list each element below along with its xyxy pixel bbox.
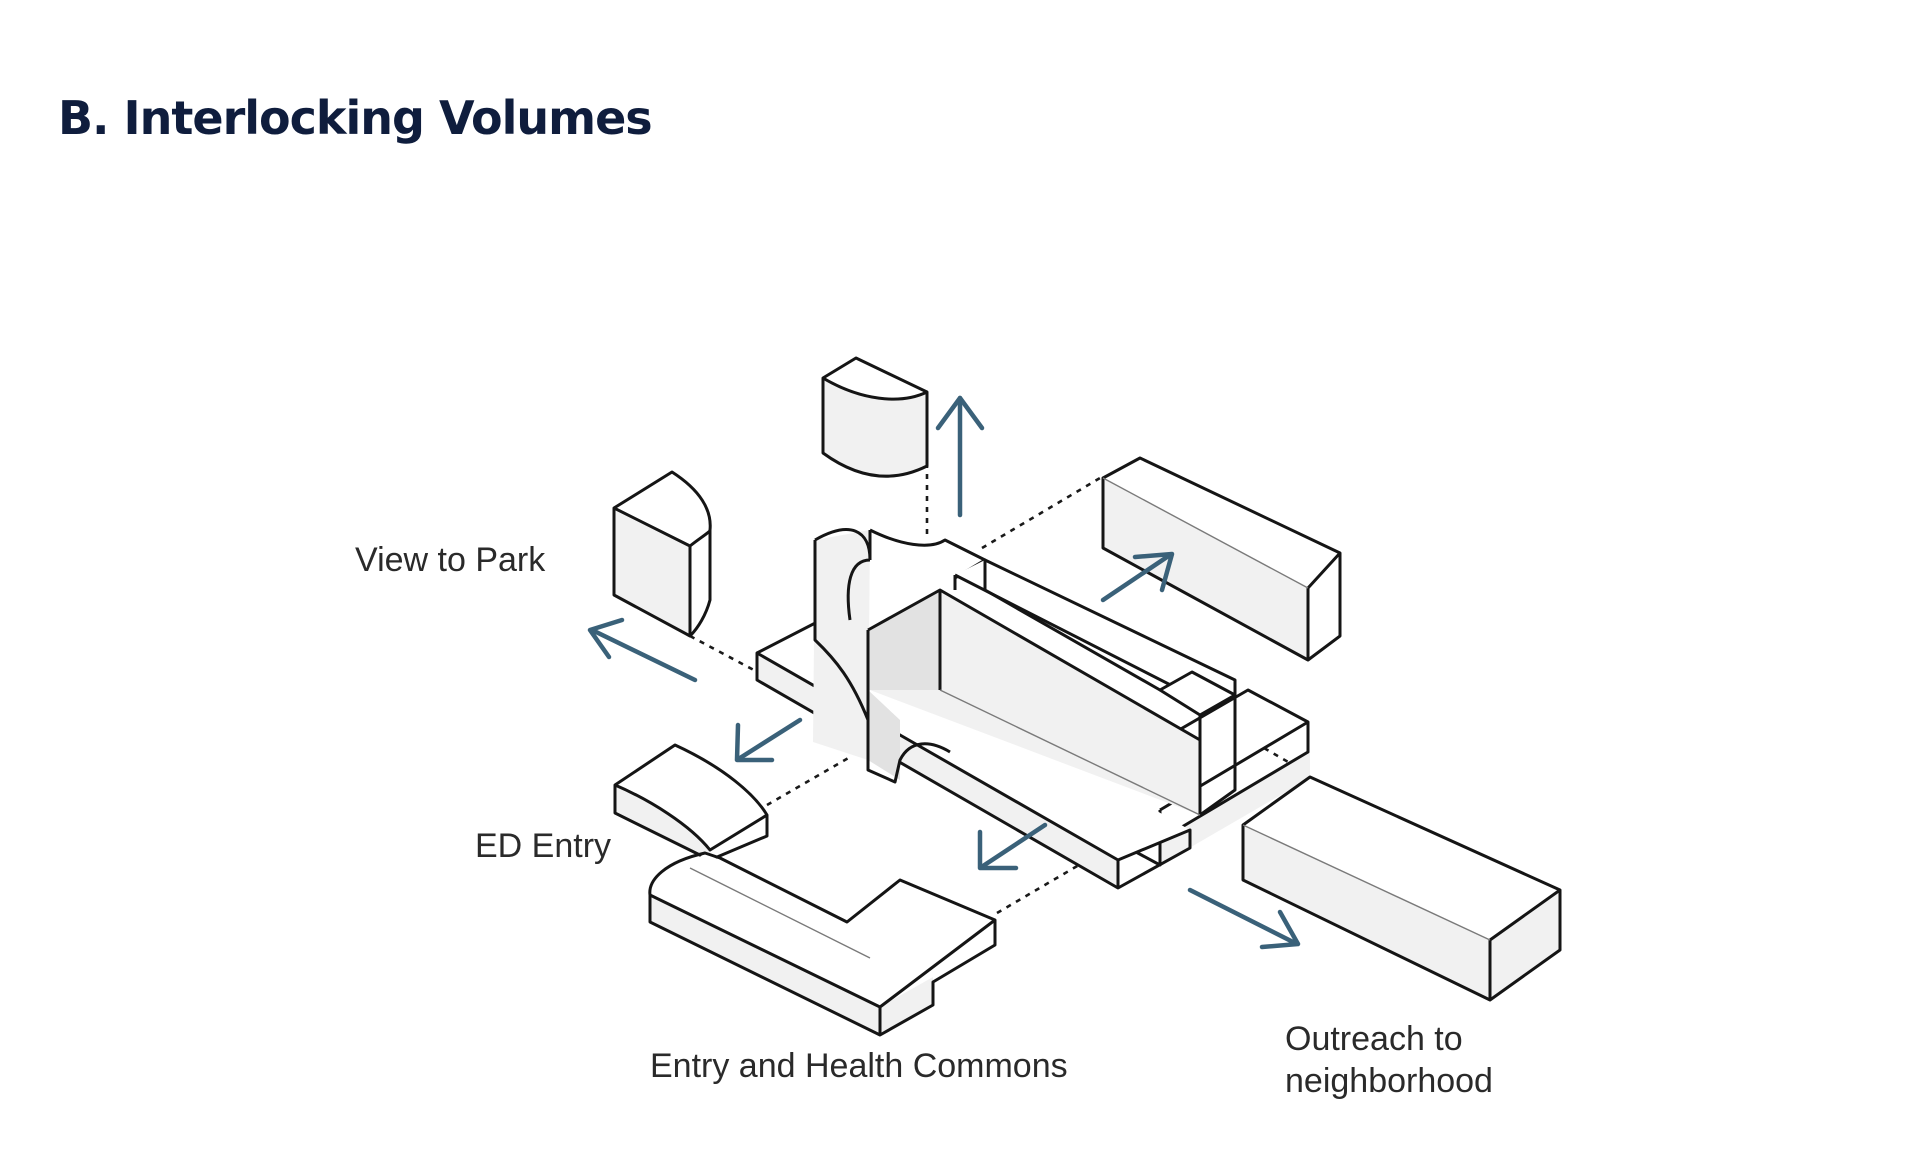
dotted-line-upper-right bbox=[981, 476, 1101, 550]
diagram-labels: View to Park ED Entry Entry and Health C… bbox=[355, 541, 1493, 1100]
diagram-title: B. Interlocking Volumes bbox=[58, 91, 653, 145]
central-volume bbox=[755, 528, 1310, 890]
left-curved-volume bbox=[612, 470, 712, 638]
label-view-to-park: View to Park bbox=[355, 541, 546, 579]
upper-right-bar-volume bbox=[1101, 456, 1342, 662]
label-entry-health-commons: Entry and Health Commons bbox=[650, 1047, 1068, 1085]
arrow-up-icon bbox=[935, 395, 985, 518]
arrow-down-left-commons-icon bbox=[977, 822, 1048, 871]
arrow-up-right-icon bbox=[1100, 551, 1175, 603]
arrow-left-icon bbox=[587, 617, 698, 683]
arrow-down-right-icon bbox=[1187, 887, 1301, 950]
dotted-line-left bbox=[689, 634, 766, 678]
ed-entry-volume bbox=[613, 743, 769, 862]
outreach-bar-volume bbox=[1241, 775, 1562, 1002]
entry-health-commons-volume bbox=[648, 851, 997, 1037]
arrow-down-left-ed-icon bbox=[734, 717, 803, 763]
dotted-line-ed-entry bbox=[766, 755, 851, 807]
label-ed-entry: ED Entry bbox=[475, 827, 611, 865]
top-curved-volume bbox=[821, 356, 929, 478]
label-outreach-line2: neighborhood bbox=[1285, 1062, 1493, 1100]
label-outreach-line1: Outreach to bbox=[1285, 1020, 1463, 1058]
connection-lines bbox=[689, 463, 1303, 915]
direction-arrows bbox=[587, 395, 1301, 950]
